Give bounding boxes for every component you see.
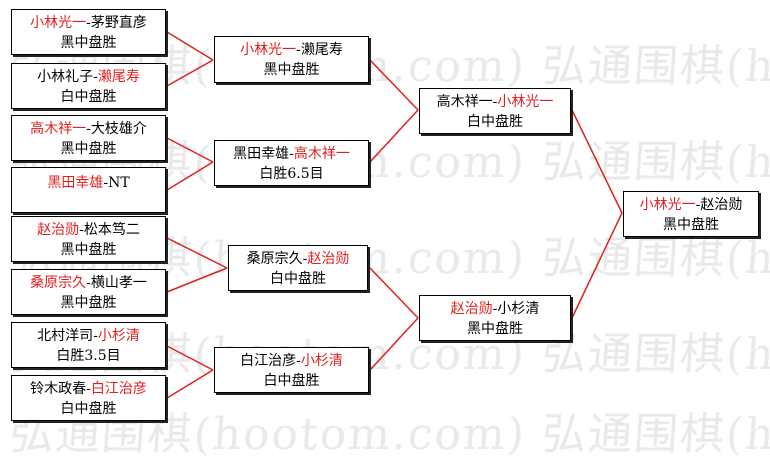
separator: - — [103, 175, 109, 191]
player-name: 高木祥一 — [436, 94, 493, 110]
player-name: 桑原宗久 — [246, 251, 303, 267]
match-result: 白中盘胜 — [467, 114, 523, 130]
separator: - — [289, 146, 294, 162]
player-name: 小杉清 — [97, 328, 140, 344]
player-name: 黑田幸雄 — [233, 146, 290, 162]
separator: - — [296, 42, 301, 58]
player-name: 小杉清 — [497, 301, 540, 317]
match-box: 高木祥一-大枝雄介 黑中盘胜 — [11, 115, 166, 161]
player-name: 赵治勋 — [307, 251, 350, 267]
separator: - — [93, 69, 98, 85]
player-name: 小林光一 — [639, 197, 696, 213]
separator: - — [86, 121, 91, 137]
match-box: 小林礼子-濑尾寿 白中盘胜 — [11, 63, 166, 109]
separator: - — [86, 15, 91, 31]
match-box: 桑原宗久-横山孝一 黑中盘胜 — [11, 269, 166, 315]
player-name: 濑尾寿 — [300, 42, 343, 58]
match-box: 桑原宗久-赵治勋 白中盘胜 — [228, 245, 368, 291]
match-result: 黑中盘胜 — [60, 295, 117, 311]
player-name: 松本笃二 — [83, 222, 140, 238]
separator: - — [302, 251, 308, 267]
player-name: 铃木政春 — [30, 381, 87, 397]
final-match-box: 小林光一-赵治勋 黑中盘胜 — [623, 191, 759, 237]
separator: - — [296, 353, 301, 369]
player-name: 小林光一 — [497, 94, 554, 110]
player-name: 横山孝一 — [90, 275, 147, 291]
player-name: 白江治彦 — [240, 353, 297, 369]
separator: - — [695, 197, 701, 213]
player-name: 茅野直彦 — [90, 15, 147, 31]
match-result: 黑中盘胜 — [263, 62, 320, 78]
match-box: 北村洋司-小杉清 白胜3.5目 — [11, 322, 166, 368]
player-name: 黑田幸雄 — [47, 175, 104, 191]
match-result: 黑中盘胜 — [60, 242, 117, 258]
match-result: 白胜6.5目 — [259, 166, 324, 182]
match-box: 黑田幸雄-高木祥一 白胜6.5目 — [214, 140, 369, 186]
player-name: 桑原宗久 — [30, 275, 87, 291]
match-result: 黑中盘胜 — [663, 217, 719, 233]
player-name: 赵治勋 — [450, 301, 493, 317]
separator: - — [492, 94, 498, 110]
player-name: 北村洋司 — [37, 328, 94, 344]
player-name: 高木祥一 — [293, 146, 350, 162]
match-result: 白中盘胜 — [263, 373, 320, 389]
player-name: 小林光一 — [30, 15, 87, 31]
player-name: 濑尾寿 — [97, 69, 140, 85]
match-result: 白中盘胜 — [270, 271, 326, 287]
separator: - — [86, 275, 91, 291]
match-box: 赵治勋-松本笃二 黑中盘胜 — [11, 216, 166, 262]
match-box: 铃木政春-白江治彦 白中盘胜 — [11, 375, 166, 421]
match-result: 黑中盘胜 — [60, 141, 117, 157]
bracket-lines — [166, 31, 623, 399]
player-name: 赵治勋 — [700, 197, 743, 213]
separator: - — [93, 328, 98, 344]
player-name: 赵治勋 — [37, 222, 80, 238]
player-name: 小林礼子 — [37, 69, 94, 85]
separator: - — [492, 301, 498, 317]
match-box: 黑田幸雄-NT — [11, 167, 166, 213]
separator: - — [79, 222, 84, 238]
player-name: 小林光一 — [240, 42, 297, 58]
separator: - — [86, 381, 91, 397]
match-result: 黑中盘胜 — [467, 321, 523, 337]
match-box: 小林光一-茅野直彦 黑中盘胜 — [11, 9, 166, 55]
player-name: 小杉清 — [300, 353, 343, 369]
match-result: 白胜3.5目 — [56, 348, 121, 364]
match-box: 高木祥一-小林光一 白中盘胜 — [419, 88, 571, 134]
match-result: 白中盘胜 — [60, 401, 117, 417]
match-result: 白中盘胜 — [60, 89, 117, 105]
match-box: 小林光一-濑尾寿 黑中盘胜 — [214, 36, 369, 83]
match-box: 赵治勋-小杉清 黑中盘胜 — [419, 295, 571, 341]
player-name: 大枝雄介 — [90, 121, 147, 137]
player-name: 高木祥一 — [30, 121, 87, 137]
match-result: 黑中盘胜 — [60, 35, 117, 51]
match-box: 白江治彦-小杉清 白中盘胜 — [214, 347, 369, 393]
player-name: 白江治彦 — [90, 381, 147, 397]
player-name: NT — [108, 175, 130, 191]
